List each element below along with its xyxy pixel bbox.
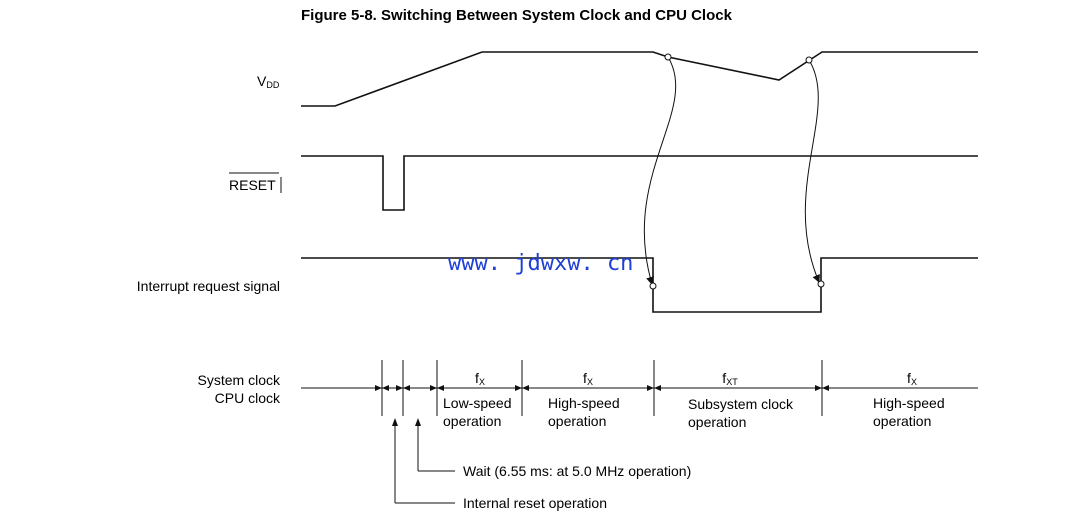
segment-mode-line1: Subsystem clock bbox=[688, 396, 794, 412]
segment-mode-line2: operation bbox=[688, 414, 746, 430]
segment-mode-line2: operation bbox=[443, 413, 501, 429]
segment-low-speed: fX Low-speed operation bbox=[443, 370, 512, 429]
figure-title: Figure 5-8. Switching Between System Clo… bbox=[301, 7, 733, 24]
interrupt-rise-point bbox=[817, 280, 825, 288]
wait-label: Wait (6.55 ms: at 5.0 MHz operation) bbox=[463, 463, 691, 479]
interrupt-waveform bbox=[301, 257, 978, 313]
reset-waveform bbox=[301, 155, 978, 211]
segment-clock-label: fXT bbox=[722, 370, 738, 387]
internal-reset-annotation: Internal reset operation bbox=[392, 418, 607, 511]
reset-label: RESET bbox=[229, 172, 282, 193]
vdd-rise-to-interrupt-arrow bbox=[804, 59, 820, 283]
vdd-drop-point bbox=[664, 53, 672, 61]
watermark: www. jdwxw. cn bbox=[448, 251, 633, 276]
timeline-arrowheads bbox=[375, 385, 829, 391]
segment-mode-line1: High-speed bbox=[873, 395, 945, 411]
vdd-waveform bbox=[301, 51, 978, 107]
vdd-drop-to-interrupt-arrow bbox=[643, 56, 677, 285]
reset-label-text: RESET bbox=[229, 177, 276, 193]
segment-mode-line1: High-speed bbox=[548, 395, 620, 411]
segment-mode-line2: operation bbox=[548, 413, 606, 429]
segment-mode-line1: Low-speed bbox=[443, 395, 512, 411]
segment-high-speed-2: fX High-speed operation bbox=[873, 370, 945, 429]
interrupt-fall-point bbox=[649, 282, 657, 290]
internal-reset-label: Internal reset operation bbox=[463, 495, 607, 511]
segment-high-speed-1: fX High-speed operation bbox=[548, 370, 620, 429]
vdd-label: VDD bbox=[257, 73, 280, 90]
cpu-clock-label: CPU clock bbox=[215, 390, 281, 406]
interrupt-label: Interrupt request signal bbox=[137, 278, 280, 294]
segment-clock-label: fX bbox=[475, 370, 485, 387]
segment-mode-line2: operation bbox=[873, 413, 931, 429]
vdd-rise-point bbox=[805, 56, 813, 64]
segment-clock-label: fX bbox=[583, 370, 593, 387]
segment-clock-label: fX bbox=[907, 370, 917, 387]
wait-annotation: Wait (6.55 ms: at 5.0 MHz operation) bbox=[415, 418, 691, 479]
system-clock-label: System clock bbox=[198, 372, 281, 388]
clock-timeline: fX Low-speed operation fX High-speed ope… bbox=[301, 360, 978, 430]
segment-subsystem-clock: fXT Subsystem clock operation bbox=[688, 370, 794, 430]
